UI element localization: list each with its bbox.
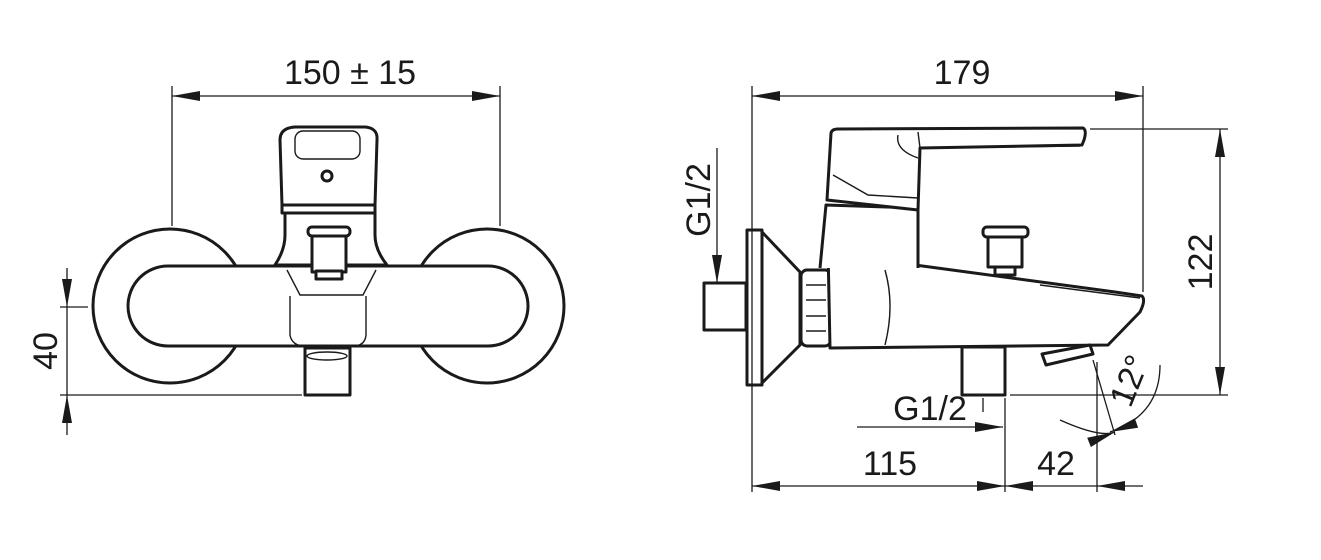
diverter-knob	[986, 235, 1024, 269]
front-view: 150 ± 15 40	[27, 54, 566, 435]
outlet-thread-label: G1/2	[893, 390, 967, 428]
wall-to-outlet-label: 115	[863, 445, 917, 483]
inlet-thread-label: G1/2	[680, 163, 718, 237]
wall-plate	[745, 228, 764, 387]
cartridge-body	[818, 203, 920, 269]
lever-grip	[294, 130, 361, 160]
width-dimension-label: 150 ± 15	[284, 54, 416, 92]
cartridge-ring	[280, 203, 377, 215]
diverter-stem	[314, 269, 344, 281]
escutcheon-cone	[760, 230, 802, 385]
height-dimension-label: 40	[27, 332, 65, 370]
height-dimension-label: 122	[1182, 234, 1220, 291]
outlet-to-spout-label: 42	[1037, 445, 1075, 483]
inlet-connector	[702, 281, 748, 332]
diverter-knob	[310, 234, 348, 274]
length-dimension-label: 179	[934, 54, 991, 92]
body-facet	[286, 269, 377, 296]
union-nut	[799, 268, 833, 348]
lever-cap	[278, 125, 379, 207]
angle-arc	[1109, 364, 1161, 433]
aerator	[1040, 343, 1095, 367]
bottom-outlet	[303, 346, 352, 397]
indicator-dot	[320, 169, 334, 183]
lever-handle	[825, 126, 1087, 212]
spout-angle-label: 12°	[1103, 350, 1157, 412]
bottom-outlet	[960, 345, 1007, 397]
side-view: 179 G1/2 122 G1/2 12° 115 42	[680, 54, 1228, 492]
outlet-housing	[289, 296, 367, 347]
